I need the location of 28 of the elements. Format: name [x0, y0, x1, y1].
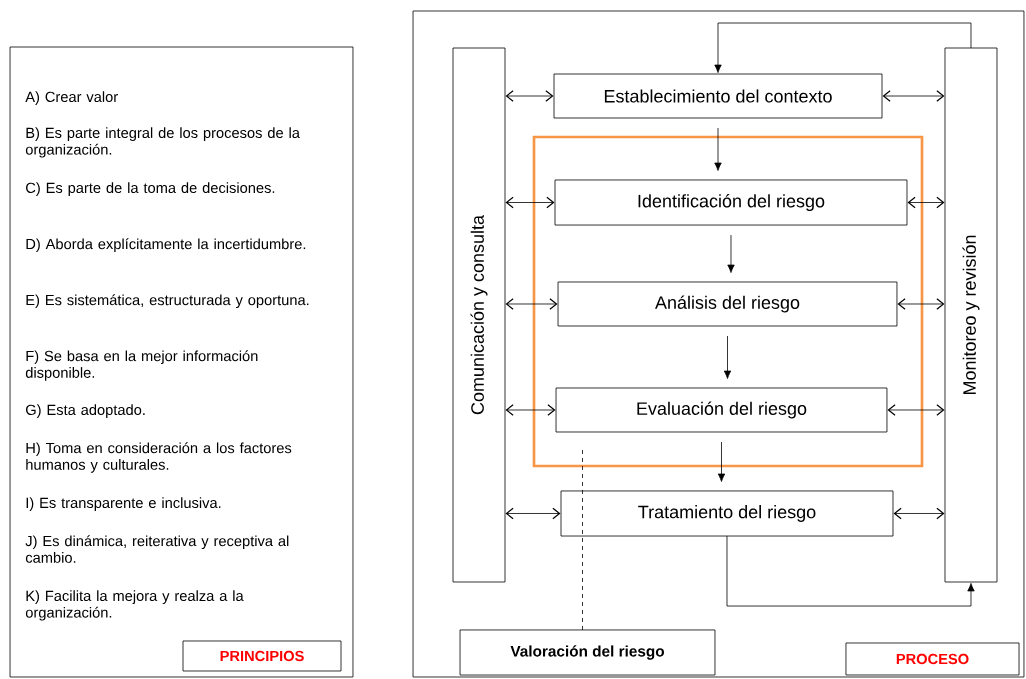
process-box: Evaluación del riesgo: [555, 387, 888, 433]
arrow: [505, 507, 561, 520]
arrow: [907, 196, 945, 209]
label-box: PROCESO: [845, 642, 1020, 676]
label-box: Valoración del riesgo: [459, 629, 716, 676]
column-box: Monitoreo y revisión: [944, 47, 998, 583]
process-box: Tratamiento del riesgo: [560, 490, 894, 537]
process-box: Análisis del riesgo: [557, 281, 898, 327]
process-box: Identificación del riesgo: [554, 179, 908, 226]
arrow: [714, 127, 722, 171]
arrow: [717, 441, 726, 482]
arrow: [505, 196, 555, 209]
arrow: [893, 507, 945, 520]
arrow: [505, 404, 556, 416]
arrow: [723, 335, 732, 379]
arrow: [887, 404, 945, 416]
arrow: [505, 298, 558, 310]
arrow: [726, 535, 975, 607]
label-box: PRINCIPIOS: [182, 640, 342, 672]
process-frame: [412, 10, 1025, 678]
arrow: [882, 90, 945, 102]
process-box: Establecimiento del contexto: [553, 73, 883, 119]
column-box: Comunicación y consulta: [452, 47, 506, 583]
arrow: [897, 298, 945, 310]
arrow: [727, 234, 735, 273]
group-frame: [532, 135, 924, 468]
arrow: [714, 22, 972, 73]
arrow: [505, 90, 554, 102]
